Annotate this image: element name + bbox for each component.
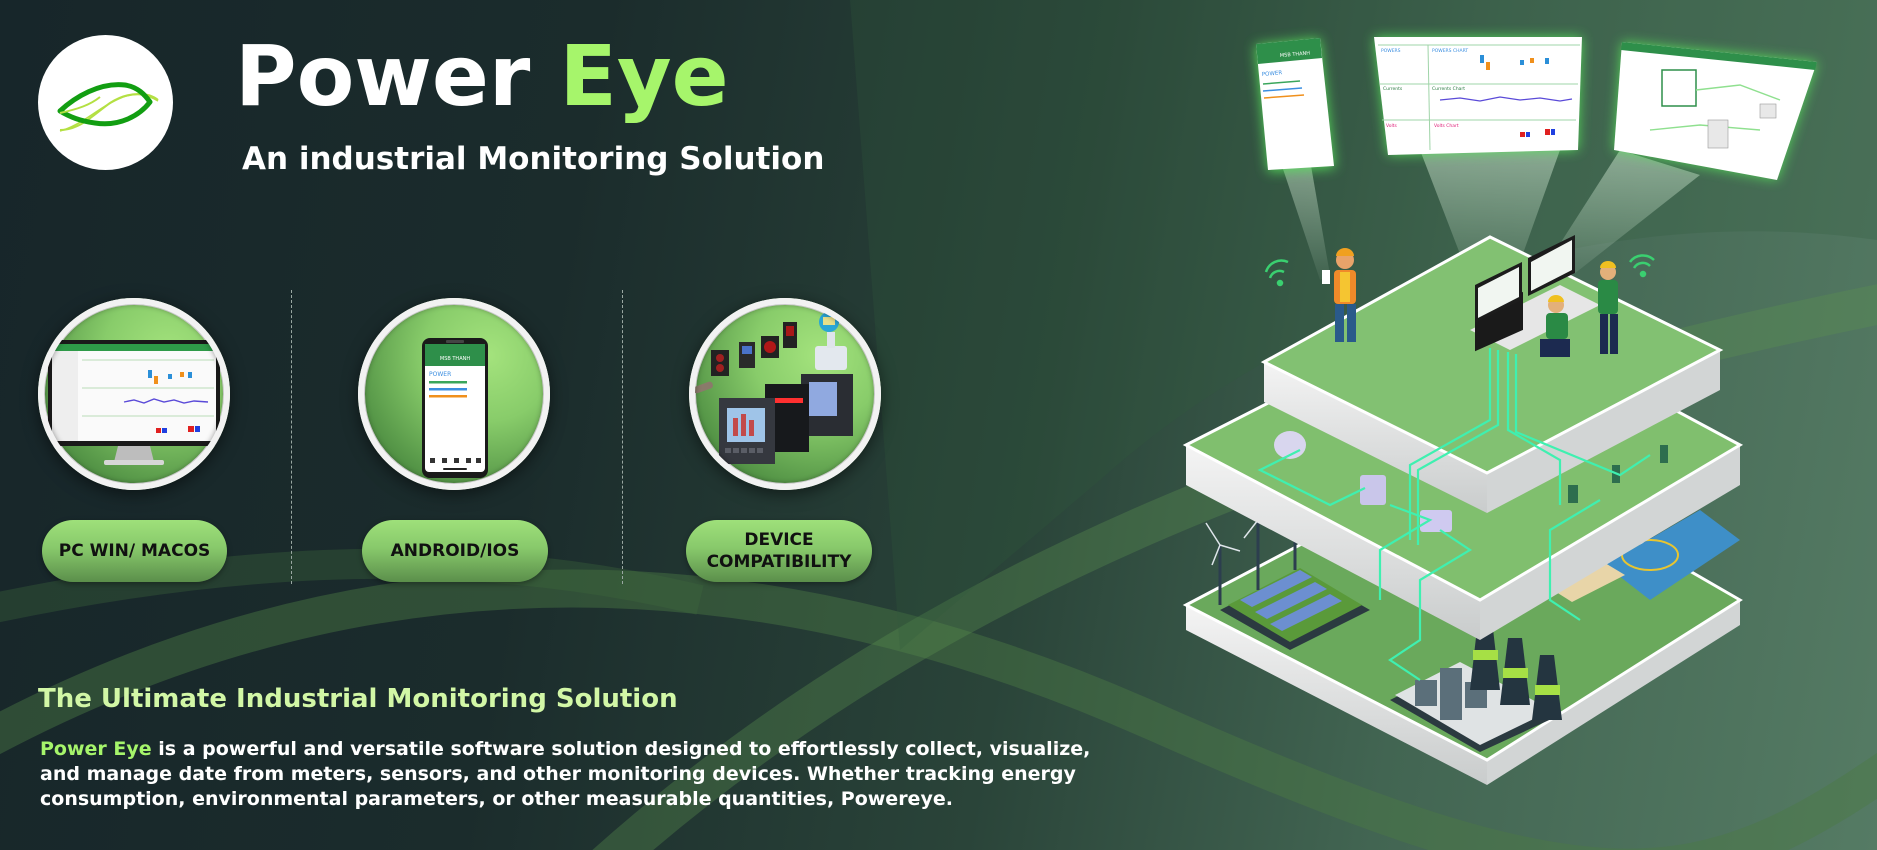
feature-devices-image <box>689 298 881 490</box>
field-engineer-figure <box>1322 248 1356 342</box>
dashboard-panel-label: Currents <box>1383 86 1403 92</box>
floating-phone-screen: MSB THANH POWER <box>1256 38 1334 170</box>
title-accent: Eye <box>559 27 729 125</box>
platform-top-tier <box>1260 235 1724 513</box>
pc-platform-label: PC WIN/ MACOS <box>58 540 211 561</box>
phone-screen-section: POWER <box>1262 70 1283 78</box>
feature-mobile-image: MSB THANH POWER <box>358 298 550 490</box>
mobile-platform-button[interactable]: ANDROID/IOS <box>362 520 548 582</box>
description-paragraph: Power Eye is a powerful and versatile so… <box>40 737 1100 812</box>
mobile-platform-label: ANDROID/IOS <box>390 540 520 561</box>
dashboard-panel-label: Currents Chart <box>1432 86 1465 92</box>
wifi-icon <box>1264 259 1289 287</box>
floating-dashboard-screen: POWERS POWERS CHART Currents Currents Ch… <box>1374 37 1582 155</box>
industrial-platform-illustration: MSB THANH POWER POWERS POWERS CHART Curr… <box>1182 37 1817 785</box>
pc-platform-button[interactable]: PC WIN/ MACOS <box>42 520 227 582</box>
dashboard-panel-label: POWERS <box>1381 48 1401 54</box>
device-compatibility-button[interactable]: DEVICE COMPATIBILITY <box>686 520 872 582</box>
description-body: is a powerful and versatile software sol… <box>40 738 1091 810</box>
leaf-wave-icon <box>57 82 159 132</box>
section-heading: The Ultimate Industrial Monitoring Solut… <box>38 684 678 714</box>
product-title: Power Eye <box>235 34 729 118</box>
title-main: Power <box>235 27 531 125</box>
control-desk <box>1470 235 1618 357</box>
column-divider <box>622 290 623 584</box>
light-beam <box>1420 150 1560 290</box>
dashboard-panel-label: Volts Chart <box>1434 123 1459 129</box>
brand-logo <box>38 35 173 170</box>
wifi-icon <box>1628 254 1655 278</box>
data-cables <box>1257 348 1651 681</box>
product-subtitle: An industrial Monitoring Solution <box>242 141 825 177</box>
floating-schematic-screen <box>1614 42 1817 180</box>
device-compatibility-label: DEVICE COMPATIBILITY <box>707 529 852 573</box>
device-compatibility-line2: COMPATIBILITY <box>706 552 852 572</box>
dashboard-panel-label: POWERS CHART <box>1432 48 1468 54</box>
dashboard-panel-label: Volts <box>1386 123 1397 129</box>
meter-device <box>1274 431 1452 532</box>
feature-pc-image <box>38 298 230 490</box>
column-divider <box>291 290 292 584</box>
light-beam <box>1540 150 1700 285</box>
device-compatibility-line1: DEVICE <box>744 529 814 550</box>
description-highlight: Power Eye <box>40 738 152 760</box>
light-beam <box>1280 160 1330 280</box>
phone-screen-title: MSB THANH <box>1280 50 1311 59</box>
